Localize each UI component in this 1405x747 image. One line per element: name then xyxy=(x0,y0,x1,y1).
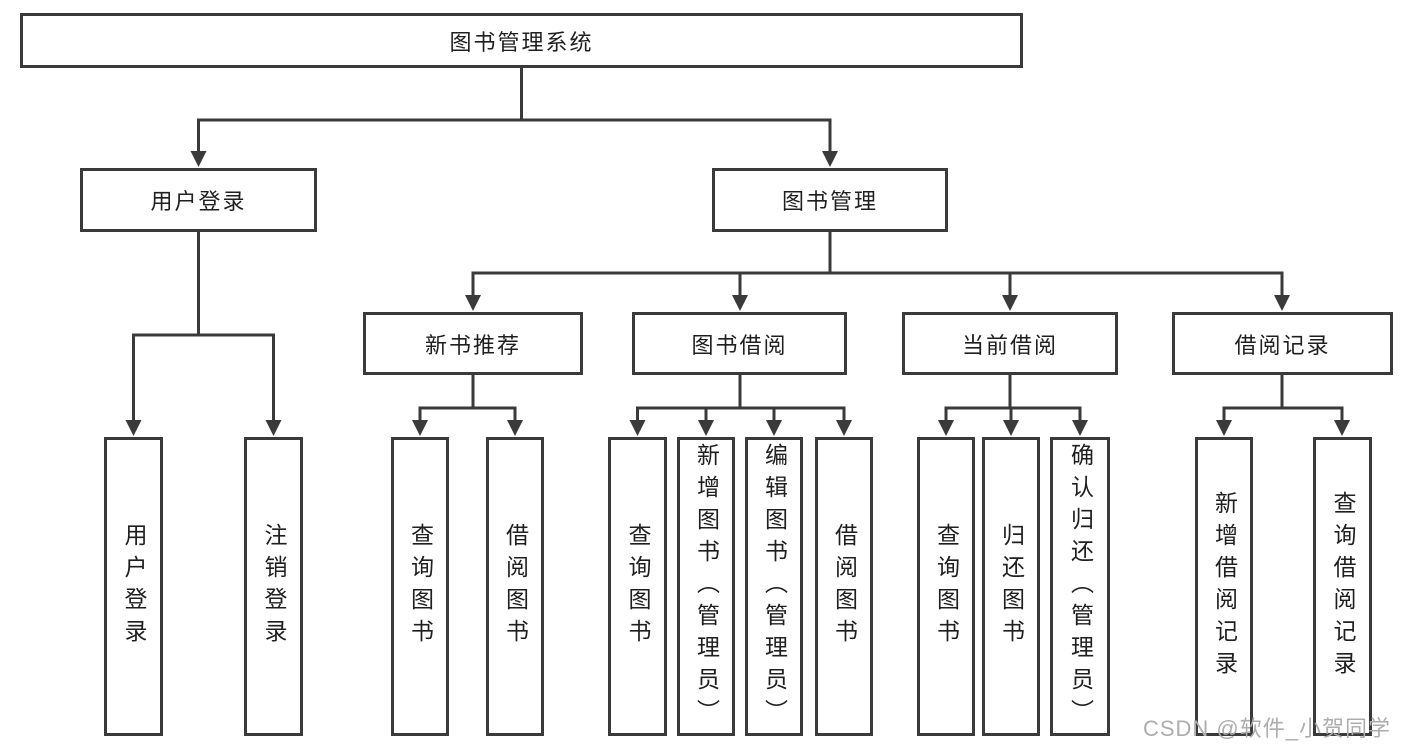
leaf-user-login: 用户登录 xyxy=(104,437,163,736)
leaf-borrow-books-2: 借阅图书 xyxy=(815,437,873,736)
node-book-management: 图书管理 xyxy=(712,168,948,232)
leaf-query-books-2: 查询图书 xyxy=(608,437,667,736)
arrowhead-down-icon xyxy=(698,420,714,436)
node-current-borrow: 当前借阅 xyxy=(902,312,1118,375)
leaf-query-books-3: 查询图书 xyxy=(917,437,975,736)
leaf-edit-books-admin: 编辑图书（管理员） xyxy=(745,437,803,736)
node-book-borrow: 图书借阅 xyxy=(632,312,847,375)
arrowhead-down-icon xyxy=(766,420,782,436)
watermark: CSDN @软件_小贺同学 xyxy=(1142,716,1391,741)
arrowhead-down-icon xyxy=(125,420,142,436)
arrowhead-down-icon xyxy=(629,420,646,436)
leaf-query-books-1: 查询图书 xyxy=(391,437,449,736)
arrowhead-down-icon xyxy=(1216,420,1232,436)
arrowhead-down-icon xyxy=(836,420,852,436)
arrowhead-down-icon xyxy=(1072,420,1088,436)
leaf-return-books: 归还图书 xyxy=(982,437,1040,736)
arrowhead-down-icon xyxy=(1274,295,1290,311)
arrowhead-down-icon xyxy=(822,151,838,167)
arrowhead-down-icon xyxy=(1003,420,1019,436)
arrowhead-down-icon xyxy=(1334,420,1350,436)
arrowhead-down-icon xyxy=(265,420,282,436)
leaf-borrow-books-1: 借阅图书 xyxy=(486,437,544,736)
arrowhead-down-icon xyxy=(507,420,523,436)
arrowhead-down-icon xyxy=(1002,295,1018,311)
arrowhead-down-icon xyxy=(938,420,954,436)
leaf-add-borrow-record: 新增借阅记录 xyxy=(1195,437,1253,736)
node-root: 图书管理系统 xyxy=(20,13,1023,68)
leaf-logout: 注销登录 xyxy=(244,437,303,736)
leaf-add-books-admin: 新增图书（管理员） xyxy=(677,437,735,736)
arrowhead-down-icon xyxy=(732,295,748,311)
node-borrow-records: 借阅记录 xyxy=(1172,312,1393,375)
leaf-confirm-return-admin: 确认归还（管理员） xyxy=(1050,437,1110,736)
leaf-query-borrow-record: 查询借阅记录 xyxy=(1313,437,1372,736)
arrowhead-down-icon xyxy=(412,420,428,436)
arrowhead-down-icon xyxy=(465,295,481,311)
arrowhead-down-icon xyxy=(190,151,207,167)
node-new-book-recommend: 新书推荐 xyxy=(363,312,583,375)
node-user-login: 用户登录 xyxy=(80,168,317,232)
